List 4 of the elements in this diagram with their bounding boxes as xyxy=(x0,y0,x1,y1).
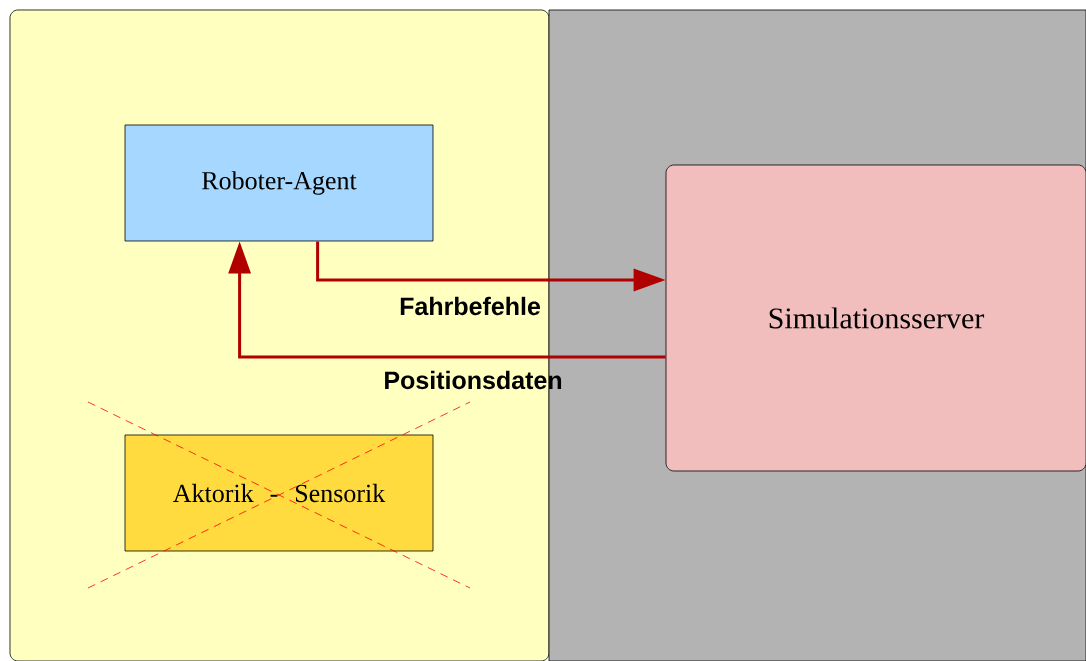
edge-label: Fahrbefehle xyxy=(400,296,540,316)
server-box: Simulationsserver xyxy=(665,164,1086,472)
process-box: Roboter-Agent xyxy=(124,124,434,242)
process-box: Aktorik - Sensorik xyxy=(124,434,434,552)
